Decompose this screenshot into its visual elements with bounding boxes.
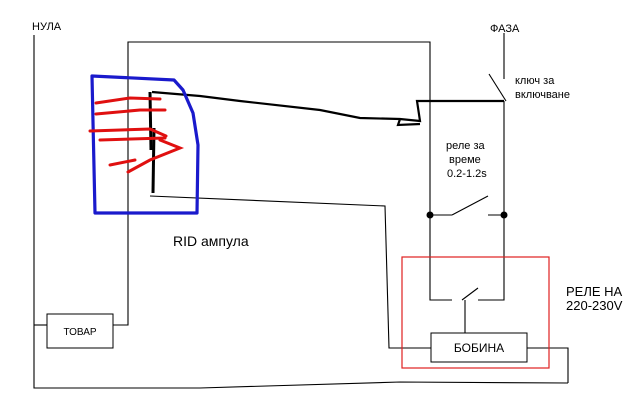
switch-label-line2: включване xyxy=(515,89,570,101)
reed-to-timer-wire xyxy=(151,90,504,123)
relay-contact xyxy=(429,287,505,301)
coil-box xyxy=(430,332,528,363)
bottom-return-wire xyxy=(33,366,569,389)
neutral-label: НУЛА xyxy=(32,21,62,33)
timer-label-line3: 0.2-1.2s xyxy=(447,168,487,180)
wires xyxy=(33,33,569,389)
relay-label-line2: 220-230V xyxy=(566,298,623,313)
switch-label-line1: ключ за xyxy=(515,75,555,87)
load-to-top-wire xyxy=(113,41,431,326)
junction-dot xyxy=(426,211,434,219)
timer-label-line2: време xyxy=(449,154,481,166)
reed-magnet-marks xyxy=(88,96,185,174)
magnet-stroke xyxy=(94,96,162,105)
magnet-stroke xyxy=(88,127,168,138)
load-box-label: ТОВАР xyxy=(63,327,96,338)
phase-label: ФАЗА xyxy=(490,23,520,35)
relay-label-line1: РЕЛЕ НА xyxy=(566,284,623,299)
load-box xyxy=(46,313,114,349)
reed-wire-lower xyxy=(396,118,421,127)
relay-box-outline xyxy=(401,256,550,369)
reed-contact-upper xyxy=(148,91,153,151)
magnet-stroke xyxy=(126,138,185,174)
reed-bulb-label: RID ампула xyxy=(173,233,249,249)
reed-to-coil-wire xyxy=(149,195,431,349)
coil-box-label: БОБИНА xyxy=(454,341,504,355)
magnet-stroke xyxy=(108,158,137,167)
phase-switch-lever xyxy=(488,73,507,102)
reed-contacts xyxy=(148,91,156,194)
coil-right-wire xyxy=(527,347,569,383)
timer-contact xyxy=(451,195,489,216)
magnet-stroke xyxy=(98,136,167,142)
magnet-stroke xyxy=(94,108,167,116)
junction-dot xyxy=(500,211,508,219)
reed-bulb-outline xyxy=(90,74,200,215)
timer-label-line1: реле за xyxy=(446,140,486,152)
junctions xyxy=(426,211,508,219)
